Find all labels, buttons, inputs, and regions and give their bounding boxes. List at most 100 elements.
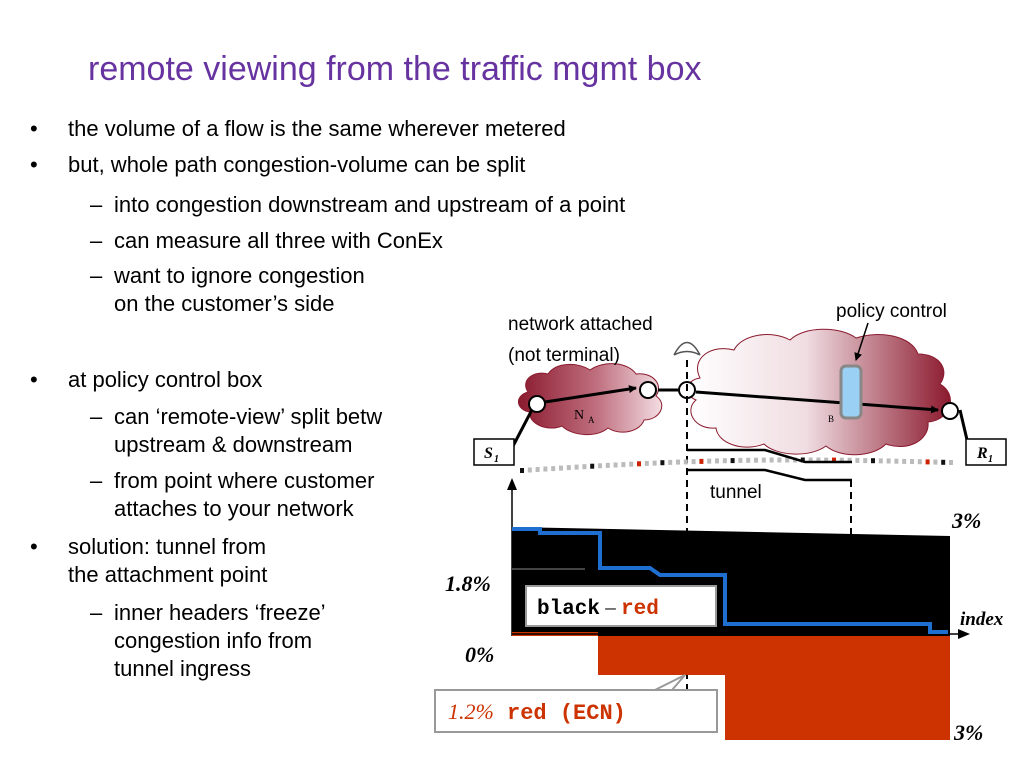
packet-mark — [839, 457, 844, 463]
packet-mark — [754, 457, 758, 463]
packet-mark — [590, 463, 595, 469]
packet-mark — [746, 457, 751, 463]
packet-mark — [559, 465, 563, 471]
packet-mark — [637, 461, 641, 467]
path-na-internal — [544, 385, 637, 404]
packet-mark — [902, 458, 907, 464]
ecn-percent: 1.2% — [448, 699, 494, 724]
sub-bullet-mark: – — [90, 192, 103, 217]
text-line: congestion info from — [114, 628, 313, 653]
text-line: want to ignore congestion — [114, 263, 365, 288]
packet-mark — [730, 458, 735, 464]
packet-mark — [925, 459, 930, 465]
packet-mark — [761, 457, 766, 463]
packet-mark — [785, 457, 790, 463]
bullet-mark: • — [30, 534, 38, 559]
ecn-term: red (ECN) — [494, 701, 626, 726]
black-red-callout-text: black – red — [537, 595, 659, 621]
slide-title: remote viewing from the traffic mgmt box — [88, 50, 702, 88]
not-terminal-label: (not terminal) — [508, 345, 620, 366]
text-line: can ‘remote-view’ split betw — [114, 404, 383, 429]
packet-mark — [878, 458, 883, 464]
bullet-4-text: solution: tunnel from the attachment poin… — [68, 533, 267, 589]
packet-mark — [941, 459, 946, 465]
sub-bullet-text: can measure all three with ConEx — [114, 227, 443, 255]
packet-mark — [535, 467, 540, 472]
packet-mark — [613, 462, 618, 468]
na-label: N — [574, 408, 584, 423]
top-percent-label: 3% — [951, 508, 981, 533]
node-r1-ingress — [941, 402, 959, 420]
receiver-label: R — [976, 445, 988, 462]
packet-mark — [715, 458, 719, 464]
na-cloud — [518, 363, 663, 435]
bullet-list: • the volume of a flow is the same where… — [30, 0, 1024, 768]
packet-mark — [847, 457, 852, 463]
packet-mark — [824, 457, 829, 463]
bullet-mark: • — [30, 116, 38, 141]
sub-bullet-text: can ‘remote-view’ split betw upstream & … — [114, 403, 382, 459]
packet-mark — [808, 457, 813, 463]
network-attached-label: network attached — [508, 314, 653, 335]
viewpoint-eye-lower — [673, 350, 701, 356]
packet-mark — [699, 458, 704, 464]
minus-sign: – — [600, 595, 621, 619]
packet-mark — [543, 466, 548, 472]
text-line: upstream & downstream — [114, 432, 353, 457]
packet-mark — [777, 457, 782, 463]
text-line: attaches to your network — [114, 496, 354, 521]
black-red-callout — [525, 585, 717, 627]
path-s1-to-na — [510, 403, 537, 449]
sub-bullet-text: inner headers ‘freeze’congestion info fr… — [114, 599, 326, 683]
policy-control-pointer — [854, 322, 869, 361]
packet-mark — [917, 459, 922, 465]
packet-mark — [582, 464, 587, 470]
sub-bullet-mark: – — [90, 468, 103, 493]
packet-mark — [800, 457, 805, 463]
packet-mark — [683, 459, 688, 465]
packet-mark — [574, 464, 579, 470]
black-term: black — [537, 598, 600, 621]
packet-mark — [605, 462, 610, 468]
sub-bullet-mark: – — [90, 263, 103, 288]
red-term: red — [621, 598, 659, 621]
blue-remaining-congestion-line — [512, 527, 948, 634]
y-axis-arrow-icon — [507, 478, 517, 490]
red-ecn-step — [598, 636, 950, 740]
packet-mark — [668, 459, 673, 465]
packet-mark — [816, 457, 821, 463]
packet-mark — [676, 459, 680, 465]
packet-mark — [551, 466, 556, 472]
x-axis-arrow-icon — [958, 629, 970, 639]
packet-mark — [769, 457, 774, 463]
packet-mark — [566, 465, 571, 471]
sender-label: S — [484, 445, 493, 462]
text-line: the attachment point — [68, 562, 268, 587]
bullet-2-text: but, whole path congestion-volume can be… — [68, 152, 526, 177]
sender-box — [473, 438, 515, 466]
packet-mark — [886, 458, 891, 464]
packet-mark — [652, 460, 657, 466]
packet-mark — [691, 459, 696, 465]
tunnel-lower-line — [687, 468, 852, 482]
tunnel-upper-line — [687, 448, 852, 464]
receiver-subscript: 1 — [988, 454, 993, 465]
packet-mark — [832, 457, 836, 463]
packet-mark — [871, 458, 875, 464]
ecn-callout-pointer — [654, 674, 686, 691]
packet-mark — [863, 458, 868, 464]
packet-mark — [722, 458, 727, 464]
text-line: solution: tunnel from — [68, 534, 267, 559]
packet-mark — [644, 460, 649, 466]
packet-mark — [933, 459, 938, 465]
packet-mark — [520, 468, 524, 473]
packet-mark — [527, 467, 532, 473]
node-na-egress — [639, 381, 657, 399]
policy-control-label: policy control — [836, 301, 947, 322]
packet-mark — [598, 463, 602, 469]
packet-mark — [949, 460, 953, 465]
packet-mark — [910, 459, 914, 464]
